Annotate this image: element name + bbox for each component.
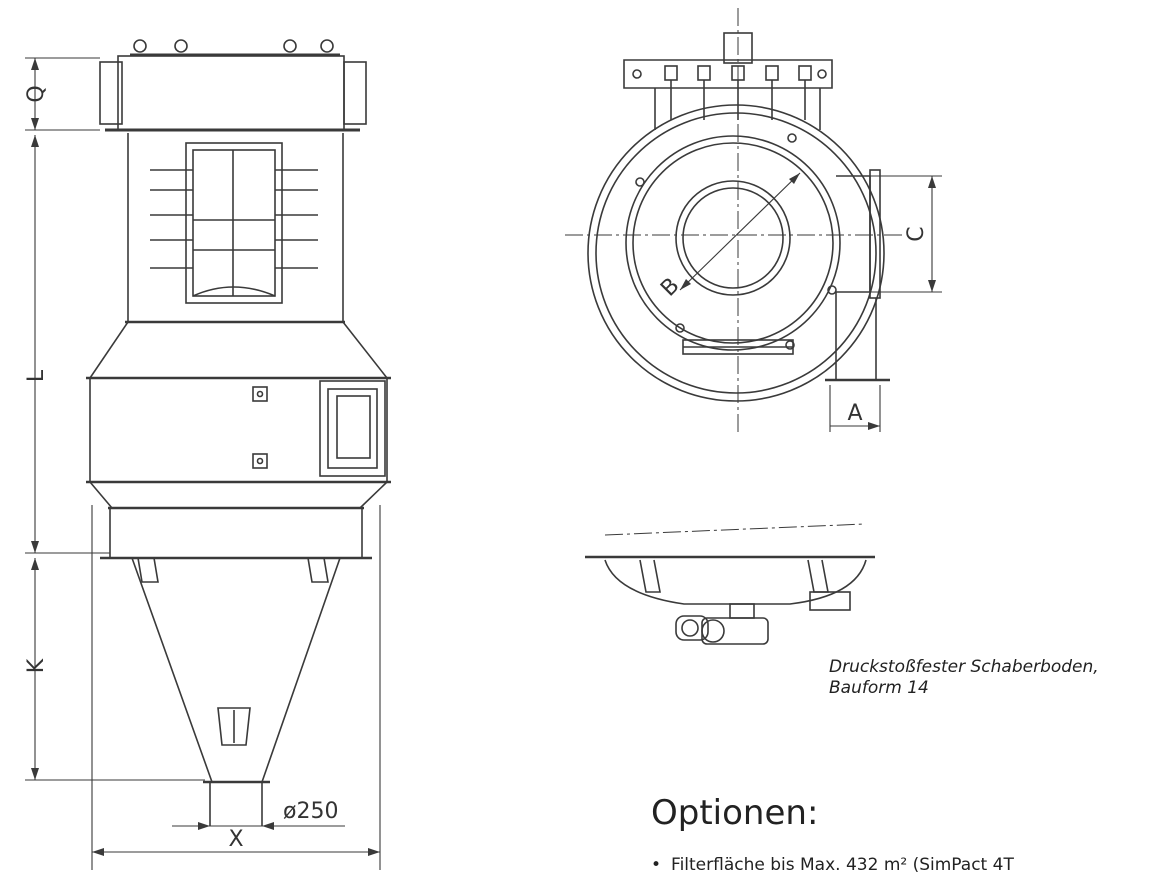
options-heading: Optionen: [651, 793, 819, 833]
dim-c-label: C [904, 226, 929, 241]
gear-motor [675, 615, 769, 645]
dim-k-label: K [24, 658, 49, 673]
dim-b-label: B [656, 273, 684, 301]
inlet-flange [319, 380, 386, 477]
bolts [635, 133, 837, 350]
caption-line-1: Druckstoßfester Schaberboden, [829, 657, 1099, 677]
lifting-eyes [130, 39, 340, 57]
blow-pipes [664, 65, 812, 120]
front-view [25, 39, 391, 870]
scraper-bottom-detail [585, 523, 875, 645]
dim-x-label: X [228, 827, 243, 852]
dim-a-label: A [847, 401, 862, 426]
dim-outlet-label: ø250 [283, 799, 338, 824]
front-dimension-arrows [31, 58, 380, 856]
top-view [565, 8, 942, 435]
top-dimension-arrows [680, 173, 936, 430]
inspection-door [150, 142, 318, 304]
filter-body [89, 377, 388, 483]
dim-q-label: Q [24, 85, 49, 102]
options-list: Filterfläche bis Max. 432 m² (SimPact 4T [651, 855, 1165, 875]
detail-caption: Druckstoßfester Schaberboden, Bauform 14 [829, 657, 1165, 699]
outlet-header [117, 55, 345, 131]
caption-line-2: Bauform 14 [829, 678, 929, 698]
dimension-lines [25, 57, 381, 870]
dim-l-label: L [24, 369, 49, 382]
option-item: Filterfläche bis Max. 432 m² (SimPact 4T [651, 855, 1165, 875]
